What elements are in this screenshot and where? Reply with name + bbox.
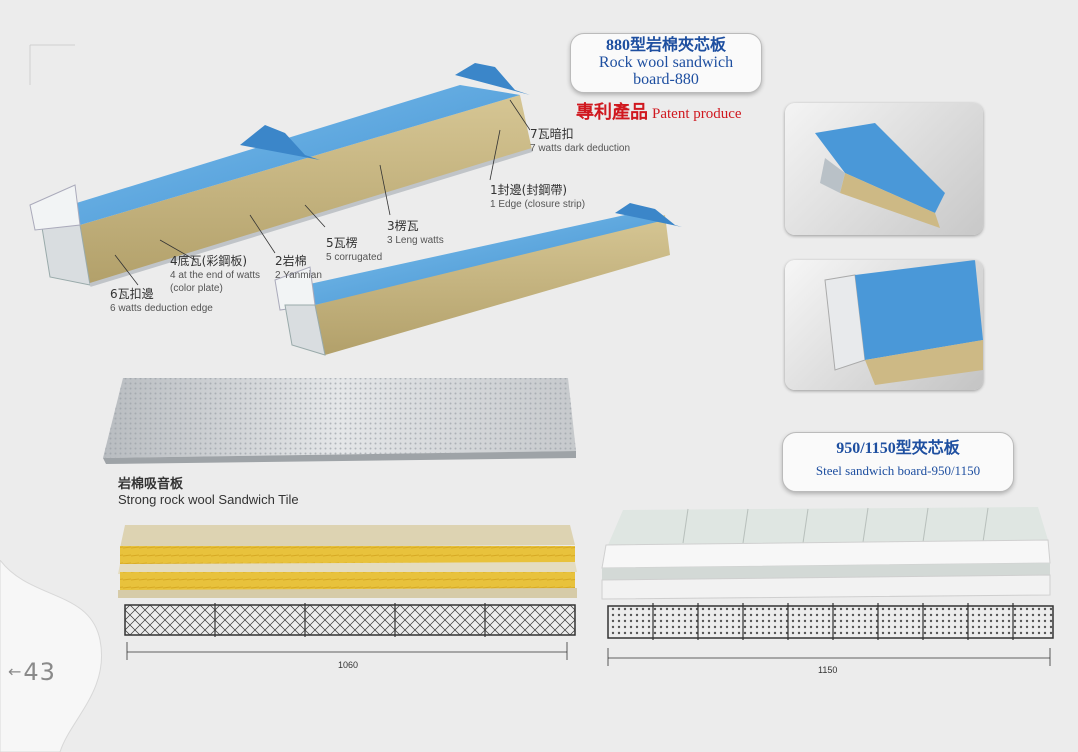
crop-mark <box>29 44 75 85</box>
cross-section-1060 <box>124 603 576 660</box>
rock-wool-panel-880-small <box>274 203 682 356</box>
page-corner-curve <box>0 560 103 752</box>
rock-wool-sandwich-yellow <box>118 525 577 598</box>
board-880-title-en-1: Rock wool sandwich <box>598 54 734 71</box>
dimension-1060: 1060 <box>338 660 359 670</box>
label-4-end-of-watts: 4底瓦(彩鋼板)4 at the end of watts(color plat… <box>170 254 261 294</box>
board-950-title: 950/1150型夾芯板 Steel sandwich board-950/11… <box>782 432 1014 492</box>
steel-sandwich-white <box>601 507 1051 600</box>
dimension-1150: 1150 <box>818 665 838 675</box>
page-number: ←43 <box>8 658 56 686</box>
photo-panel-corner-2 <box>785 260 983 390</box>
photo-panel-corner-1 <box>785 103 983 235</box>
rock-wool-panel-880-large <box>29 63 533 287</box>
label-1-edge: 1封邊(封鋼帶)1 Edge (closure strip) <box>490 183 586 210</box>
acoustic-tile-image <box>103 378 576 464</box>
board-950-title-cn: 950/1150型夾芯板 <box>836 440 960 457</box>
board-950-title-en: Steel sandwich board-950/1150 <box>815 463 981 478</box>
board-880-title-cn: 880型岩棉夾芯板 <box>605 37 726 54</box>
board-880-title: 880型岩棉夾芯板 Rock wool sandwich board-880 <box>570 33 762 93</box>
cross-section-1150 <box>607 603 1054 666</box>
board-880-title-en-2: board-880 <box>633 71 699 88</box>
